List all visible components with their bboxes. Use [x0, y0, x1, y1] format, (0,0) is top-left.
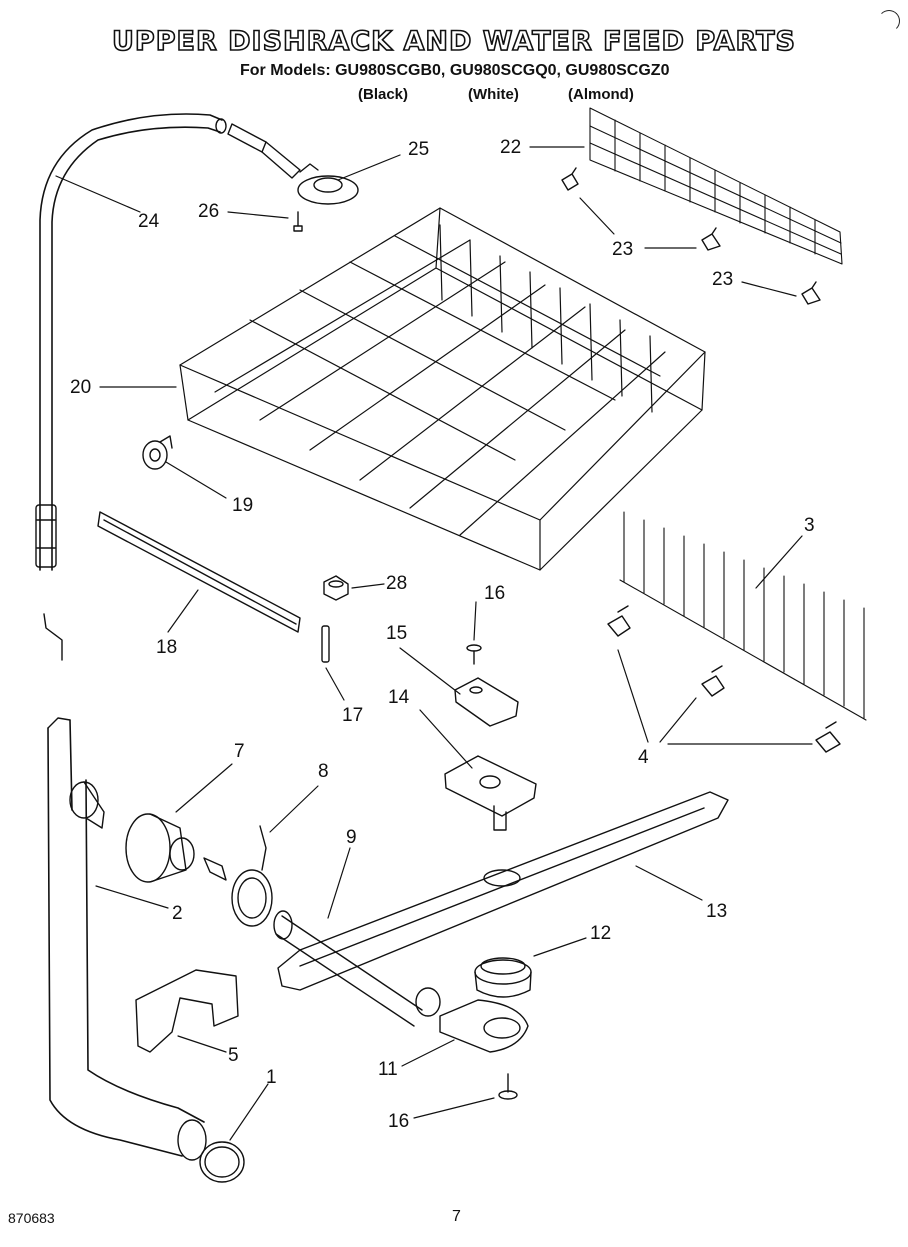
- callout-15: 15: [386, 623, 408, 644]
- part-12-ring: [475, 958, 531, 997]
- page-number: 7: [452, 1208, 461, 1225]
- callout-16: 16: [484, 583, 506, 604]
- variant-black: (Black): [358, 86, 409, 103]
- part-18-rail: [98, 512, 300, 632]
- callout-1: 1: [266, 1067, 277, 1088]
- part-22-grid-panel: [590, 108, 842, 264]
- callout-28: 28: [386, 573, 408, 594]
- part-7-grommet: [126, 814, 194, 882]
- callout-19: 19: [232, 495, 254, 516]
- variant-almond: (Almond): [568, 86, 634, 103]
- part-8-clamp: [204, 826, 272, 926]
- part-3-side-tines: [620, 512, 866, 720]
- part-11-hub: [440, 1000, 528, 1052]
- part-13-spray-arm: [278, 792, 728, 990]
- callout-26: 26: [198, 201, 220, 222]
- callout-25: 25: [408, 139, 430, 160]
- callout-23-b: 23: [712, 269, 734, 290]
- part-5-retainer: [136, 970, 238, 1052]
- callout-13: 13: [706, 901, 728, 922]
- callout-24: 24: [138, 211, 160, 232]
- callout-11: 11: [378, 1059, 398, 1080]
- part-20-dishrack: [180, 208, 705, 570]
- callout-8: 8: [318, 761, 329, 782]
- part-19-wheel: [143, 436, 172, 469]
- callout-9: 9: [346, 827, 357, 848]
- callout-22: 22: [500, 137, 522, 158]
- callout-23: 23: [612, 239, 634, 260]
- models-line: For Models: GU980SCGB0, GU980SCGQ0, GU98…: [240, 62, 670, 79]
- callout-5: 5: [228, 1045, 239, 1066]
- callout-3: 3: [804, 515, 815, 536]
- variant-white: (White): [468, 86, 519, 103]
- part-24-hose: [36, 114, 226, 570]
- part-26-screw: [294, 212, 302, 231]
- document-code: 870683: [8, 1210, 55, 1226]
- callout-17: 17: [342, 705, 364, 726]
- part-1-o-ring: [200, 1142, 244, 1182]
- callout-12: 12: [590, 923, 612, 944]
- callout-2: 2: [172, 903, 183, 924]
- part-14-mount: [445, 756, 536, 830]
- part-28-nut: [324, 576, 348, 600]
- callout-16-b: 16: [388, 1111, 410, 1132]
- page-title: UPPER DISHRACK AND WATER FEED PARTS: [111, 25, 796, 58]
- part-2-lower-tube: [48, 718, 206, 1160]
- callout-4: 4: [638, 747, 649, 768]
- part-15-bracket: [455, 678, 518, 726]
- part-4-clips: [608, 606, 840, 752]
- side-mark: [44, 614, 62, 660]
- part-9-feed-tube: [274, 911, 440, 1026]
- part-23-clips: [562, 168, 820, 304]
- callout-7: 7: [234, 741, 245, 762]
- callout-14: 14: [388, 687, 410, 708]
- part-16-screw-top: [467, 645, 481, 664]
- part-17-pin: [322, 626, 329, 662]
- part-16-screw-bottom: [499, 1074, 517, 1099]
- corner-mark: [878, 10, 900, 32]
- callout-18: 18: [156, 637, 178, 658]
- part-25-fitting: [228, 124, 358, 204]
- leader-lines: [56, 147, 812, 1140]
- callout-20: 20: [70, 377, 92, 398]
